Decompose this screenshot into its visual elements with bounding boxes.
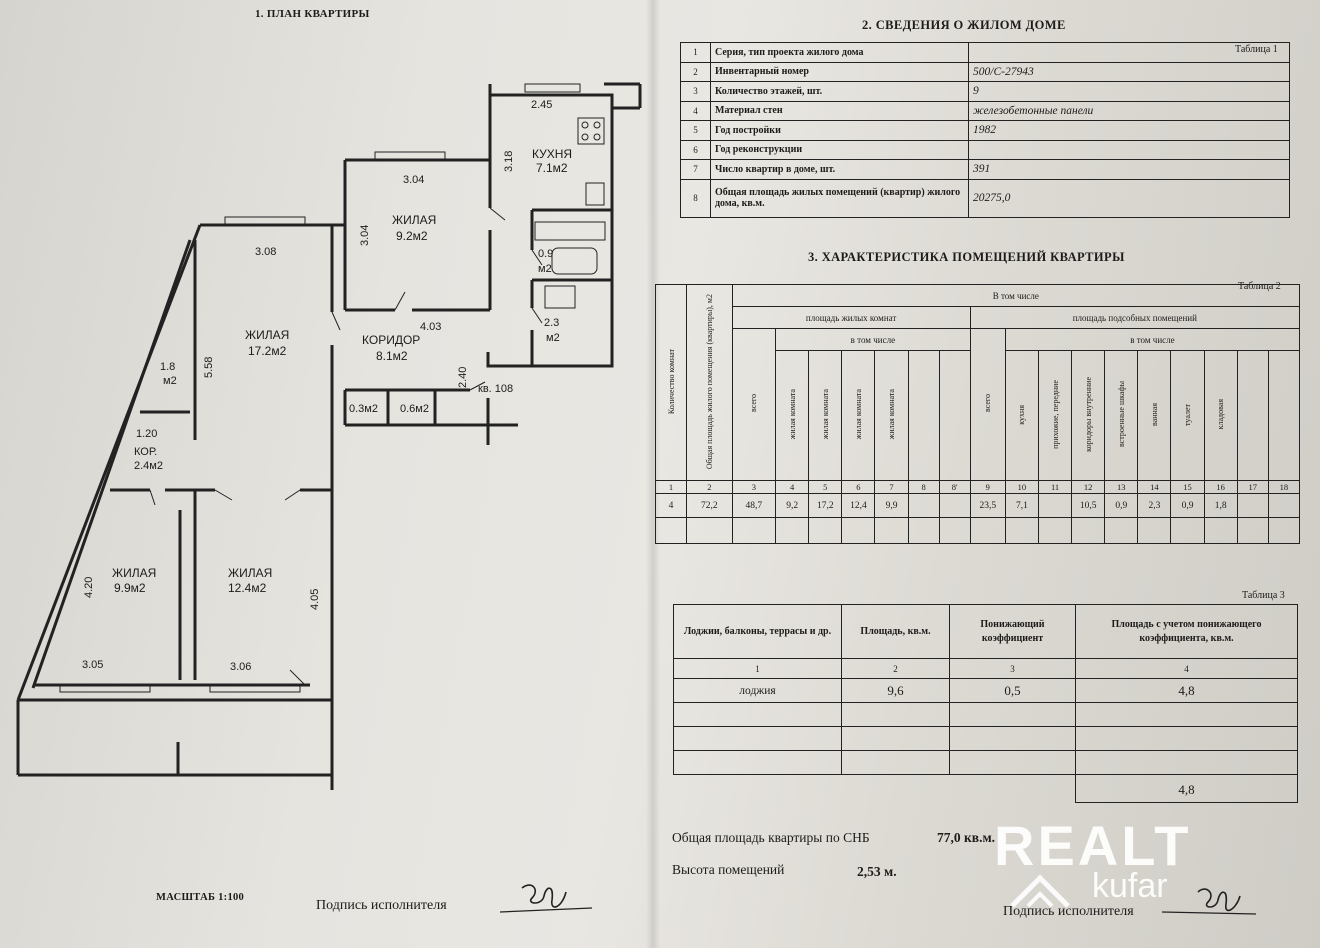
room2-name: ЖИЛАЯ: [245, 328, 289, 342]
kor-name: КОР.: [134, 446, 157, 458]
watermark-sub: kufar: [1092, 867, 1168, 905]
room3-area: 9.9м2: [114, 581, 146, 595]
kitchen-name: КУХНЯ: [532, 147, 572, 161]
dim-kor-width: 1.20: [136, 428, 157, 440]
rooms-table: Количество комнат Общая площадь жилого п…: [654, 284, 1301, 544]
kitchen-area: 7.1м2: [536, 161, 568, 175]
loggia-table: Лоджии, балконы, террасы и др. Площадь, …: [673, 604, 1298, 803]
h-living: площадь жилых комнат: [731, 306, 971, 329]
room2-area: 17.2м2: [248, 344, 287, 358]
room3-name: ЖИЛАЯ: [112, 566, 156, 580]
signature: [1161, 888, 1257, 915]
plan-signature: [499, 884, 593, 913]
room1-name: ЖИЛАЯ: [392, 213, 436, 227]
h-coef: Понижающий коэффициент: [949, 604, 1076, 659]
total-area-value: 77,0 кв.м.: [937, 830, 996, 845]
room1-area: 9.2м2: [396, 229, 428, 243]
dim-room4-width: 3.06: [230, 661, 251, 673]
dim-room2-depth: 5.58: [203, 357, 215, 378]
h-reduced: Площадь с учетом понижающего коэффициент…: [1075, 604, 1298, 659]
plan-signature-label: Подпись исполнителя: [316, 898, 447, 913]
h-incl: В том числе: [731, 284, 1301, 307]
wc-area: 0.9: [538, 248, 553, 260]
closet-unit: м2: [163, 375, 177, 387]
ceiling-height-label: Высота помещений: [672, 862, 785, 877]
corridor-name: КОРИДОР: [362, 333, 420, 347]
storage1-area: 0.3м2: [349, 403, 378, 415]
table-row: [654, 517, 1301, 544]
dim-corridor-depth: 2.40: [457, 367, 469, 388]
dim-room2-width: 3.08: [255, 246, 276, 258]
h-loggia: Лоджии, балконы, террасы и др.: [673, 604, 842, 659]
plan-scale: МАСШТАБ 1:100: [156, 892, 245, 903]
kor-area: 2.4м2: [134, 460, 163, 472]
h-aux: площадь подсобных помещений: [969, 306, 1301, 329]
dim-kitchen-depth: 3.18: [503, 151, 515, 172]
h-count: Количество комнат: [666, 348, 676, 415]
wc-unit: м2: [538, 263, 552, 275]
room4-area: 12.4м2: [228, 581, 267, 595]
corridor-area: 8.1м2: [376, 349, 408, 363]
dim-room4-depth: 4.05: [309, 589, 321, 610]
dim-room1-depth: 3.04: [359, 225, 371, 246]
loggia-total: 4,8: [1075, 774, 1298, 803]
dim-kitchen-width: 2.45: [531, 99, 552, 111]
rooms-table-title: 3. ХАРАКТЕРИСТИКА ПОМЕЩЕНИЙ КВАРТИРЫ: [808, 250, 1125, 264]
closet-area: 1.8: [160, 361, 175, 373]
dim-room1-width: 3.04: [403, 174, 424, 186]
table-row: [673, 750, 1298, 775]
h-total: Общая площадь жилого помещения (квартиры…: [704, 293, 714, 470]
apartment-number: кв. 108: [478, 383, 513, 395]
ceiling-height-value: 2,53 м.: [857, 864, 897, 879]
dim-room3-width: 3.05: [82, 659, 103, 671]
total-area-label: Общая площадь квартиры по СНБ: [672, 830, 870, 845]
watermark-brand: RЕALT: [994, 814, 1192, 877]
bath-area: 2.3: [544, 317, 559, 329]
dim-room3-depth: 4.20: [83, 577, 95, 598]
floor-plan: КУХНЯ 7.1м2 ЖИЛАЯ 9.2м2 ЖИЛАЯ 17.2м2 КОР…: [16, 82, 642, 790]
table-row: [673, 726, 1298, 751]
signature-label: Подпись исполнителя: [1003, 904, 1134, 919]
table3-label: Таблица 3: [1242, 590, 1285, 601]
table-row: лоджия 9,6 0,5 4,8: [673, 678, 1298, 703]
bath-unit: м2: [546, 332, 560, 344]
room4-name: ЖИЛАЯ: [228, 566, 272, 580]
dim-corridor-length: 4.03: [420, 321, 441, 333]
table-row: [673, 702, 1298, 727]
storage2-area: 0.6м2: [400, 403, 429, 415]
plan-title: 1. ПЛАН КВАРТИРЫ: [255, 8, 370, 20]
watermark-logo: [1010, 874, 1070, 908]
page-fold: [646, 0, 660, 948]
house-title: 2. СВЕДЕНИЯ О ЖИЛОМ ДОМЕ: [862, 18, 1066, 32]
h-area: Площадь, кв.м.: [841, 604, 950, 659]
